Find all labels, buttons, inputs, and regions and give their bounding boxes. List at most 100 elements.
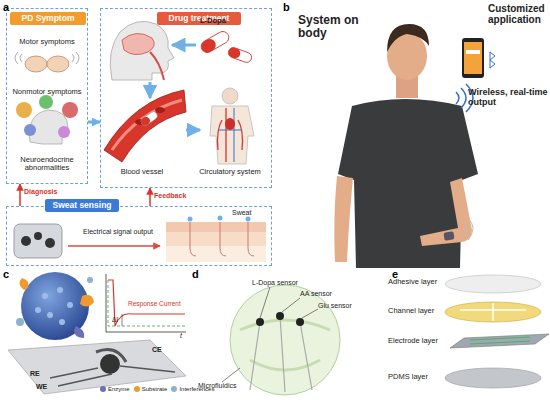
legend-item: Substrate: [134, 386, 168, 392]
hands-icon: [15, 52, 79, 72]
ellipse-shape: [47, 56, 69, 72]
sensor-patch: [14, 224, 62, 258]
region-header: Sweat sensing: [45, 199, 119, 212]
curve-label: Response Current: [128, 300, 188, 307]
rect-shape: [166, 246, 266, 262]
rect-shape: [227, 46, 242, 60]
circle-shape: [16, 318, 24, 326]
ellipse-shape: [445, 368, 541, 388]
legend: EnzymeSubstrateInterferences: [100, 386, 214, 392]
electrode-strip: [8, 340, 186, 394]
circulatory-system: [210, 88, 254, 164]
rect-shape: [199, 29, 231, 54]
region-header: Drug treatment: [157, 12, 241, 25]
circle-shape: [21, 272, 89, 340]
electrode-label: WE: [36, 383, 47, 391]
circle-shape: [188, 217, 193, 222]
circle-shape: [218, 216, 223, 221]
flow-arrow: [149, 82, 152, 98]
circle-shape: [45, 238, 55, 248]
rect-shape: [14, 224, 62, 258]
path-shape: [112, 100, 182, 150]
path-shape: [218, 108, 243, 162]
path-shape: [104, 90, 186, 162]
path-shape: [50, 366, 175, 386]
path-shape: [250, 316, 312, 392]
circle-shape: [276, 312, 284, 320]
g-shape: [140, 110, 159, 127]
rect-shape: [464, 42, 482, 74]
rect-shape: [199, 37, 218, 55]
ellipse-shape: [445, 302, 541, 322]
rect-shape: [227, 46, 253, 64]
circle-shape: [34, 232, 42, 240]
path-shape: [8, 340, 186, 394]
nonmotor-icon: [16, 95, 78, 144]
nanoparticle: [16, 272, 94, 340]
symptom-label: Neuroendocrine abnormalities: [6, 156, 88, 173]
legend-swatch: [134, 386, 140, 392]
path-shape: [150, 52, 164, 80]
arrow-label: Diagnosis: [24, 188, 57, 195]
rect-shape: [140, 110, 159, 127]
sensor-label: AA sensor: [300, 290, 332, 298]
circle-shape: [62, 102, 78, 118]
flow-arrow: [19, 184, 21, 206]
electrode-label: CE: [152, 346, 162, 354]
circle-shape: [100, 354, 120, 374]
legend-text: Substrate: [142, 386, 168, 392]
legend-text: Enzyme: [108, 386, 130, 392]
rect-shape: [166, 232, 266, 246]
symptom-label: Nonmotor symptoms: [6, 88, 88, 96]
ellipse-shape: [225, 118, 235, 130]
circle-shape: [35, 307, 41, 313]
rect-shape: [443, 231, 454, 240]
part-label: Blood vessel: [102, 168, 182, 176]
circle-shape: [16, 102, 32, 118]
part-label: Microfluidics: [198, 382, 237, 390]
layer-stack: [445, 275, 549, 388]
pills: [199, 29, 253, 63]
person: [334, 24, 478, 268]
path-shape: [74, 326, 84, 338]
circle-shape: [42, 293, 48, 299]
panel-letter: a: [3, 1, 9, 13]
path-shape: [210, 106, 254, 164]
legend-item: Enzyme: [100, 386, 130, 392]
phone-icon: [462, 38, 495, 78]
path-shape: [222, 368, 240, 382]
part-label: Sweat: [232, 209, 251, 217]
system-label: System on body: [298, 14, 360, 40]
path-shape: [96, 350, 126, 362]
flow-arrow: [88, 121, 100, 124]
panel-letter: c: [3, 268, 9, 280]
circle-shape: [47, 312, 53, 318]
circle-shape: [21, 236, 31, 246]
signal-arrow: [68, 245, 160, 247]
layer-label: Channel layer: [388, 307, 434, 315]
path-shape: [470, 337, 530, 344]
circle-shape: [59, 319, 65, 325]
drug-label: L-Dopa: [200, 17, 226, 25]
rect-shape: [140, 115, 152, 127]
head-profile: [110, 21, 174, 80]
blood-vessel: [104, 90, 186, 162]
path-shape: [190, 222, 254, 256]
path-shape: [387, 24, 429, 52]
dashed-region: Drug treatment: [100, 8, 272, 188]
path-shape: [19, 278, 28, 290]
flow-arrow: [186, 129, 200, 132]
flow-arrow: [149, 188, 151, 206]
circle-shape: [246, 217, 251, 222]
path-shape: [122, 33, 154, 54]
path-shape: [80, 295, 94, 307]
path-shape: [462, 218, 473, 240]
legend-swatch: [171, 386, 177, 392]
ellipse-shape: [25, 56, 47, 72]
g-shape: [199, 29, 231, 54]
path-shape: [218, 108, 242, 162]
electrode-label: RE: [30, 370, 40, 378]
circle-shape: [256, 318, 264, 326]
circle-shape: [39, 95, 53, 109]
